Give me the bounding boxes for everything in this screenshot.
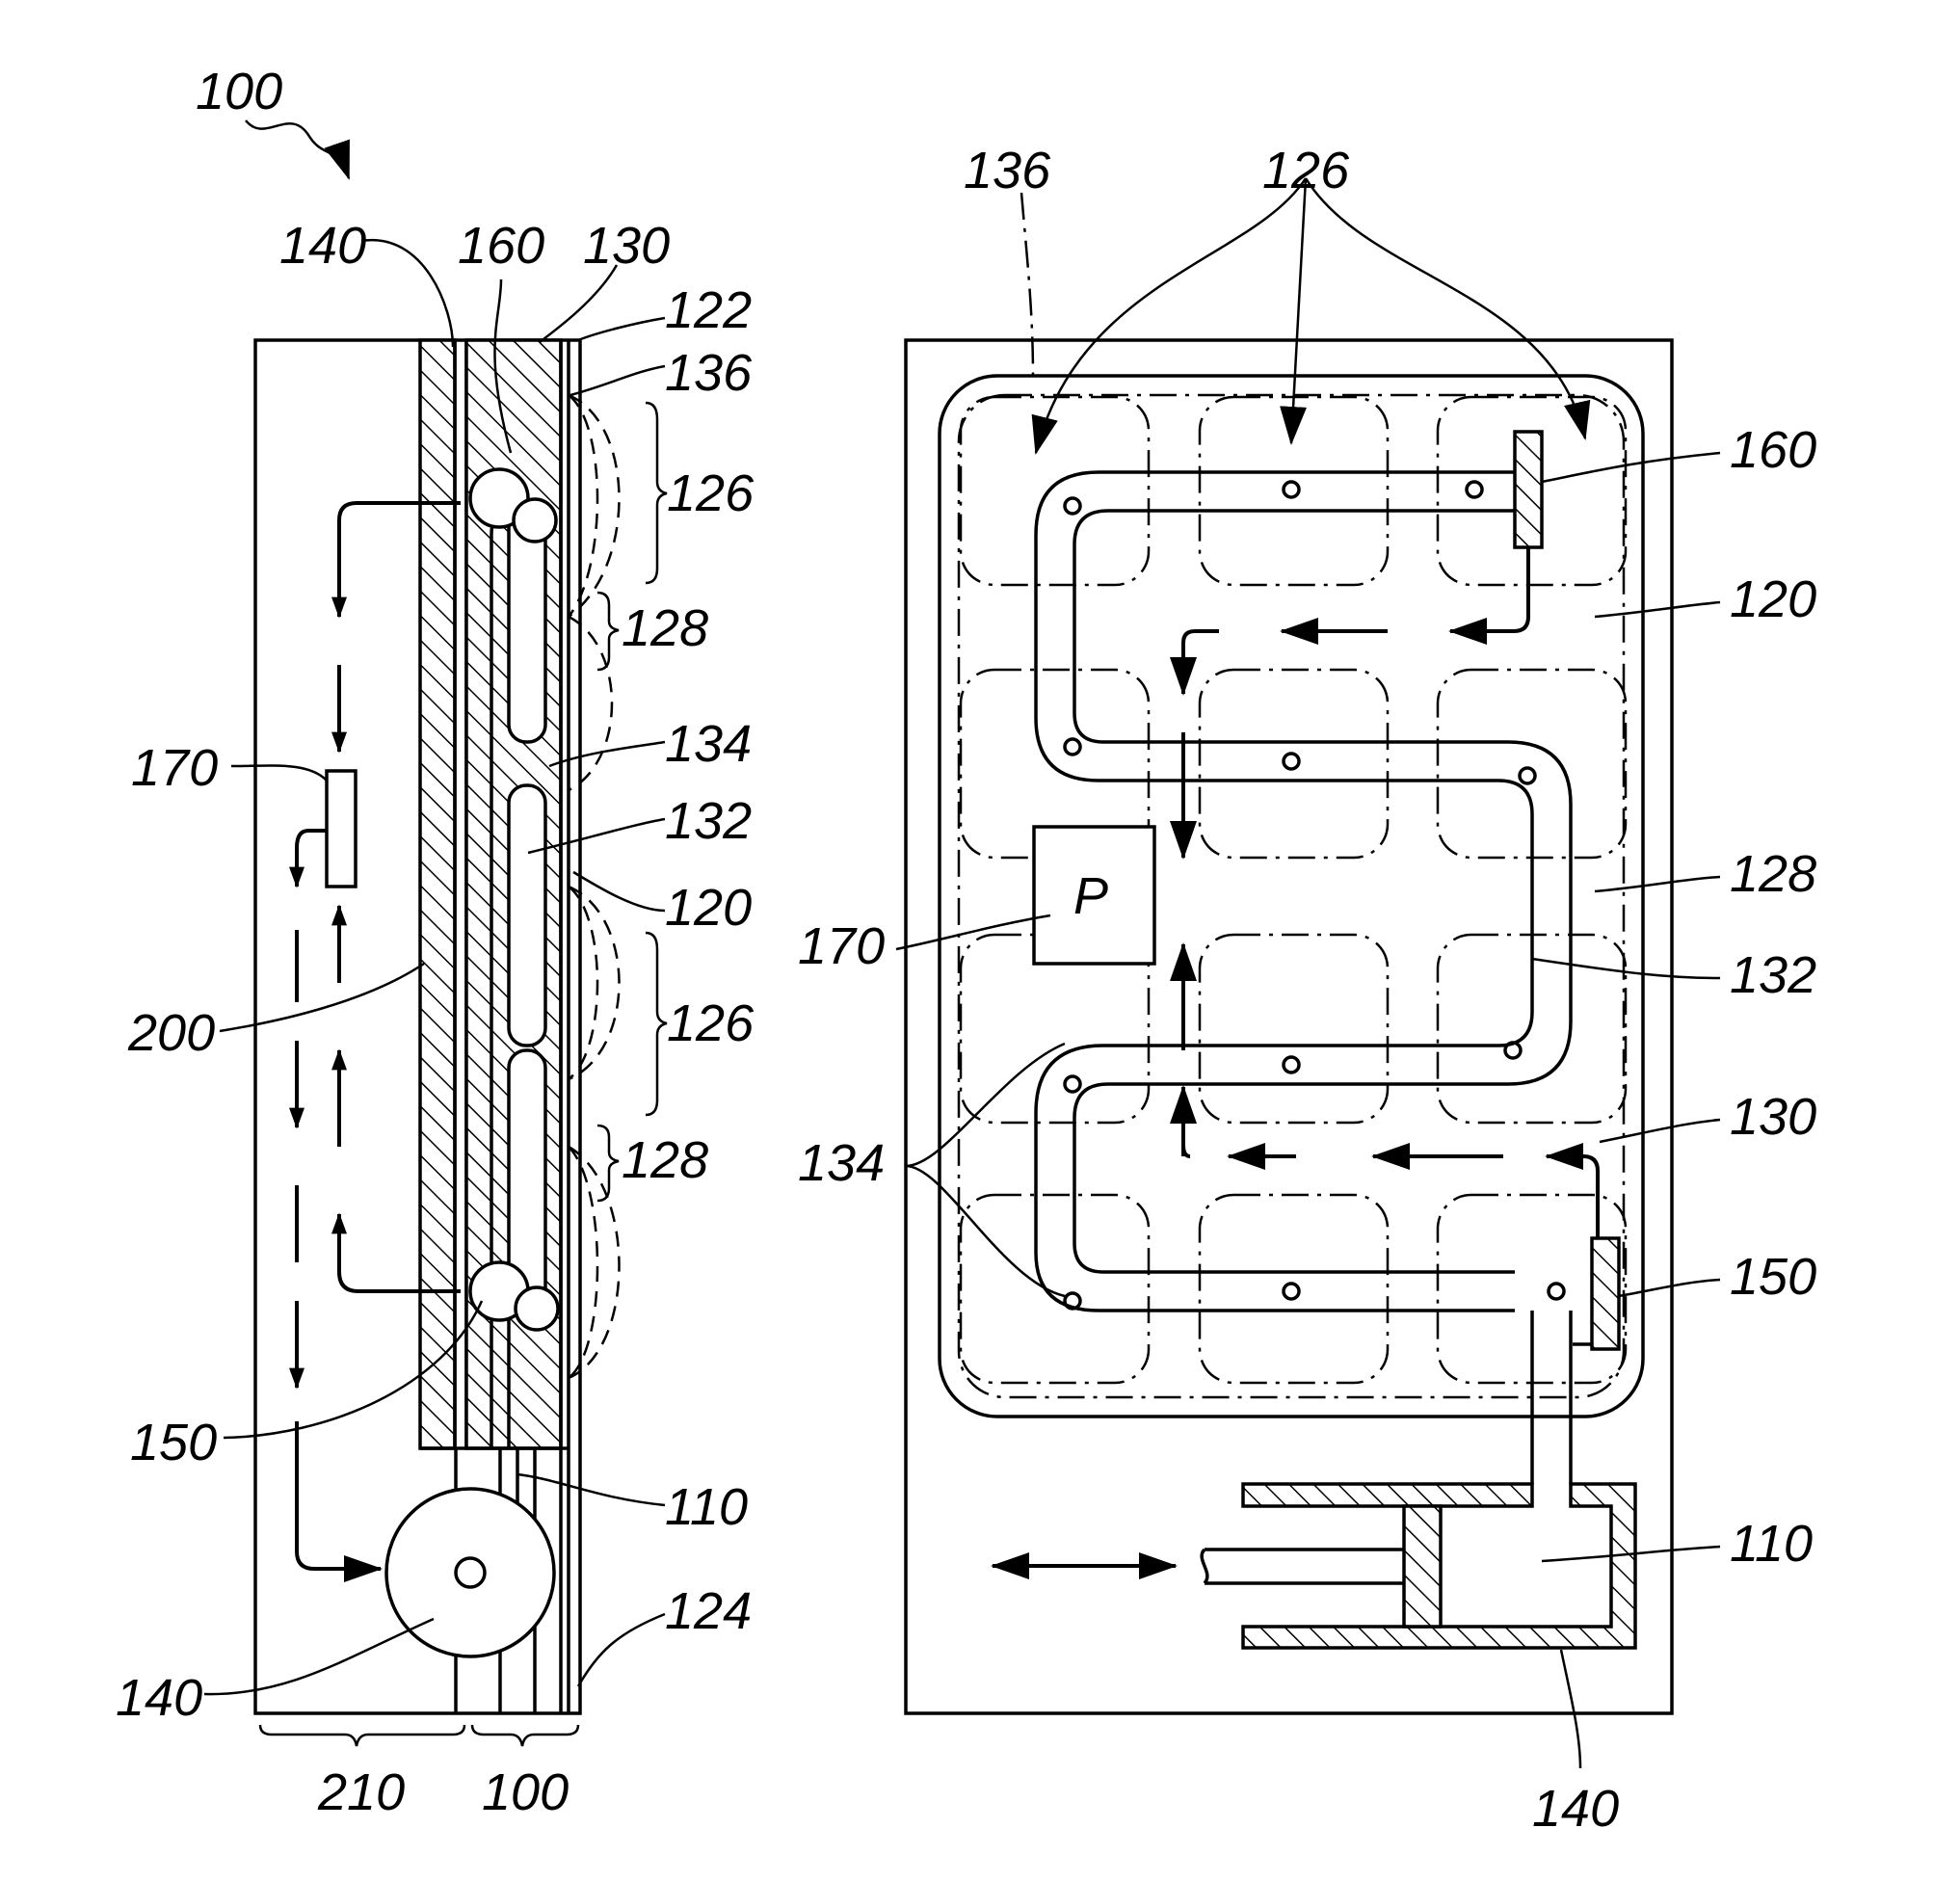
label-100-assembly: 100	[196, 63, 282, 120]
label-120-right: 120	[1730, 570, 1816, 628]
label-170-right: 170	[798, 917, 885, 975]
label-210: 210	[317, 1763, 405, 1821]
motor-icon	[386, 1489, 554, 1656]
label-150-left: 150	[130, 1414, 217, 1471]
label-136-right: 136	[964, 142, 1051, 199]
label-130-left: 130	[583, 217, 670, 275]
label-110-left: 110	[665, 1478, 748, 1536]
label-126-b: 126	[667, 994, 755, 1052]
label-120-left: 120	[665, 879, 752, 937]
label-160-right: 160	[1730, 421, 1816, 479]
pump-symbol: P	[1073, 867, 1108, 925]
label-140-top: 140	[279, 217, 366, 275]
label-134-left: 134	[665, 715, 752, 773]
label-160-left: 160	[458, 217, 544, 275]
label-130-right: 130	[1730, 1088, 1816, 1146]
pump-170	[327, 771, 356, 887]
label-136-left: 136	[665, 344, 753, 402]
label-140-right: 140	[1532, 1780, 1619, 1838]
left-cross-section-view	[204, 120, 667, 1746]
right-plan-view: P	[896, 178, 1720, 1768]
label-100-bottom: 100	[482, 1763, 569, 1821]
label-200: 200	[127, 1004, 215, 1062]
label-124: 124	[665, 1582, 752, 1640]
label-170-left: 170	[131, 739, 218, 797]
labels: 100 140 160 130 122 136 126 128 134 132 …	[116, 63, 1816, 1838]
label-132-right: 132	[1730, 946, 1816, 1004]
label-140-bottom: 140	[116, 1669, 202, 1727]
cavity-middle	[509, 785, 545, 1046]
label-150-right: 150	[1730, 1248, 1816, 1306]
label-128-b: 128	[622, 1131, 708, 1189]
label-132-left: 132	[665, 792, 752, 850]
label-126-a: 126	[667, 464, 755, 522]
valve-150-right	[1592, 1238, 1619, 1349]
label-110-right: 110	[1730, 1515, 1813, 1573]
label-128-a: 128	[622, 599, 708, 657]
piston-icon	[1202, 1484, 1635, 1648]
label-128-right: 128	[1730, 845, 1816, 903]
label-122: 122	[665, 281, 752, 339]
valve-160-right	[1515, 432, 1542, 547]
layer-200	[420, 340, 455, 1448]
label-134-right: 134	[798, 1134, 885, 1192]
label-126-right: 126	[1262, 142, 1350, 199]
